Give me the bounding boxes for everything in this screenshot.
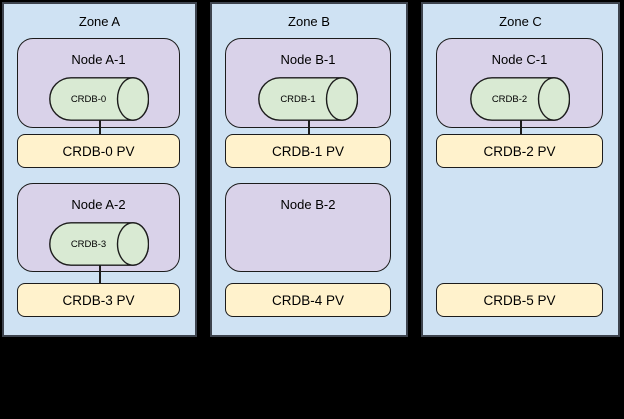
node-b-1-label: Node B-1 — [280, 52, 336, 67]
zone-a-title: Zone A — [78, 14, 121, 29]
node-b-2: Node B-2 — [225, 183, 391, 272]
crdb-4-pv-label: CRDB-4 PV — [271, 292, 344, 308]
crdb-0-pv-box: CRDB-0 PV — [17, 134, 180, 168]
crdb-0-pod-label: CRDB-0 — [70, 93, 107, 105]
crdb-2-pod-label: CRDB-2 — [491, 93, 528, 105]
node-b-1: Node B-1 CRDB-1 — [225, 38, 391, 128]
zone-b: Zone B Node B-1 CRDB-1 CRDB-1 PV Node B-… — [210, 2, 408, 337]
connector-line — [308, 120, 310, 134]
connector-line — [98, 120, 101, 134]
crdb-3-pod-label: CRDB-3 — [70, 238, 107, 250]
node-a-2: Node A-2 CRDB-3 — [17, 183, 180, 272]
crdb-1-pod-cylinder-icon: CRDB-1 — [258, 77, 358, 121]
zone-b-title: Zone B — [288, 14, 330, 29]
node-a-1-label: Node A-1 — [71, 52, 126, 67]
crdb-3-pv-label: CRDB-3 PV — [62, 292, 135, 308]
crdb-2-pv-label: CRDB-2 PV — [483, 143, 556, 159]
crdb-2-pod-cylinder-icon: CRDB-2 — [469, 77, 570, 121]
crdb-5-pv-label: CRDB-5 PV — [483, 292, 556, 308]
crdb-4-pv-box: CRDB-4 PV — [225, 283, 391, 317]
node-c-1-label: Node C-1 — [491, 52, 548, 67]
node-a-1: Node A-1 CRDB-0 — [17, 38, 180, 128]
zone-c: Zone C Node C-1 CRDB-2 CRDB-2 PV CRDB-5 … — [421, 2, 620, 337]
crdb-3-pv-box: CRDB-3 PV — [17, 283, 180, 317]
crdb-1-pv-box: CRDB-1 PV — [225, 134, 391, 168]
node-a-2-label: Node A-2 — [71, 197, 126, 212]
node-c-1: Node C-1 CRDB-2 — [436, 38, 603, 128]
node-b-2-label: Node B-2 — [280, 197, 336, 212]
zone-c-title: Zone C — [499, 14, 542, 29]
crdb-1-pv-label: CRDB-1 PV — [271, 143, 344, 159]
crdb-3-pod-cylinder-icon: CRDB-3 — [48, 222, 149, 266]
crdb-2-pv-box: CRDB-2 PV — [436, 134, 603, 168]
crdb-5-pv-box: CRDB-5 PV — [436, 283, 603, 317]
zone-a: Zone A Node A-1 CRDB-0 CRDB-0 PV Node A-… — [2, 2, 197, 337]
crdb-0-pv-label: CRDB-0 PV — [62, 143, 135, 159]
connector-line — [98, 265, 101, 283]
crdb-1-pod-label: CRDB-1 — [280, 93, 316, 105]
connector-line — [519, 120, 522, 134]
crdb-0-pod-cylinder-icon: CRDB-0 — [48, 77, 149, 121]
